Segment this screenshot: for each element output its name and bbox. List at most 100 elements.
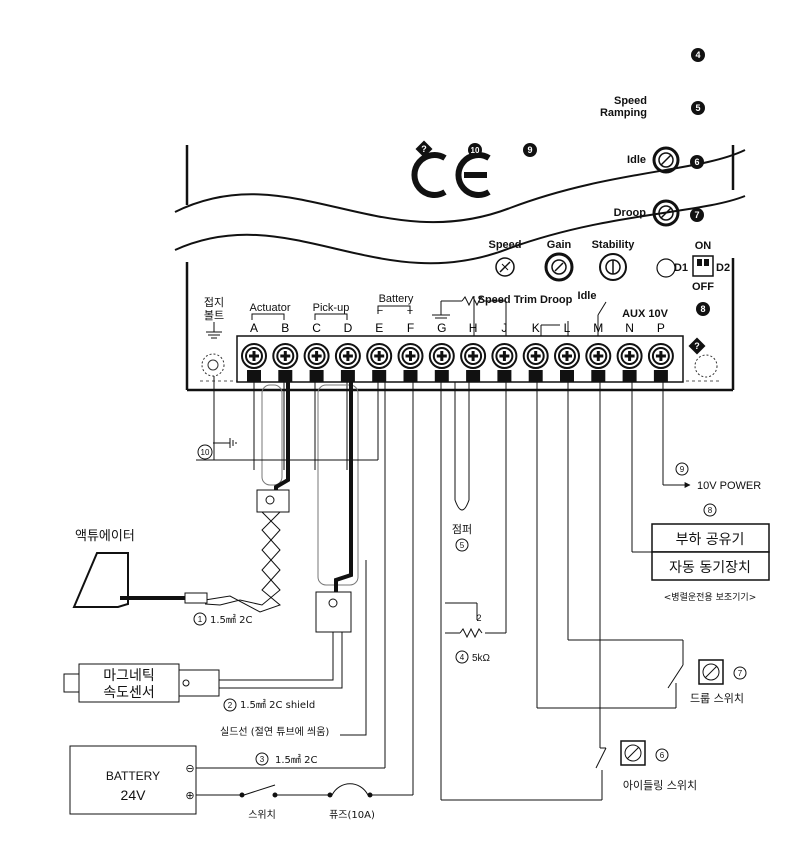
actuator-label: 액튜에이터 [75,529,135,544]
terminal-label-m: M [593,321,603,335]
callout-8: 8 [700,304,705,314]
terminal-screw-g[interactable] [428,343,455,382]
terminal-screw-k[interactable] [522,343,549,382]
droop-switch-label: 드룹 스위치 [690,692,744,705]
droop-label: Droop [614,207,647,219]
aux-10v-label: AUX 10V [622,308,669,320]
droop-pot-knob[interactable] [652,199,680,227]
stability-pot-knob[interactable] [599,253,627,281]
power-10v-label: 10V POWER [697,480,761,492]
stability-pot-label: Stability [592,239,636,251]
mounting-hole [694,354,718,378]
ground-bolt-label-1: 접지 [204,296,224,309]
terminal-screw-f[interactable] [397,343,424,382]
sensor-label-1: 마그네틱 [103,668,155,684]
speed-pot-label: Speed [488,239,521,251]
cable-3-label: 1.5㎟ 2C [275,754,317,766]
terminal-screw-j[interactable] [491,343,518,382]
callout-9: 9 [527,145,532,155]
battery-voltage: 24V [121,787,147,803]
fuse-label: 퓨즈(10A) [329,810,375,821]
idle-small-label: Idle [578,290,597,302]
cable-2-num: 2 [228,701,233,710]
callout-4: 4 [695,50,700,60]
terminal-screw-h[interactable] [460,343,487,382]
sync-label: 자동 동기장치 [669,560,751,576]
pot-label: 5kΩ [472,653,491,664]
ce-mark [411,152,491,198]
terminal-screw-p[interactable] [647,343,674,382]
terminal-screw-d[interactable] [334,343,361,382]
gain-pot-knob[interactable] [544,252,574,282]
main-switch[interactable] [196,784,330,798]
ground-callout-10: 10 [201,448,210,457]
idle-label: Idle [627,154,646,166]
cable-3-num: 3 [260,755,265,764]
terminal-screw-l[interactable] [554,343,580,382]
jumper-num: 5 [460,541,465,550]
group-actuator: Actuator [250,302,291,314]
terminal-screw-e[interactable] [366,343,393,382]
cable-2-label: 1.5㎟ 2C shield [240,699,315,711]
terminal-label-d: D [344,321,353,335]
callouts [415,48,710,355]
magnetic-speed-sensor [63,663,220,703]
terminal-label-j: J [501,321,507,335]
load-share-num: 8 [708,506,713,515]
actuator [72,552,208,608]
terminal-block [236,335,684,383]
speed-ramping-label-2: Ramping [600,107,647,119]
dip-off-label: OFF [692,281,714,293]
droop-switch[interactable] [698,659,724,685]
svg-text:⊕: ⊕ [185,790,194,802]
terminal-screw-a[interactable] [241,343,267,382]
cable-1-label: 1.5㎟ 2C [210,614,252,626]
terminal-label-n: N [625,321,634,335]
power-num: 9 [680,465,685,474]
terminal-label-h: H [469,321,478,335]
pickup-junction [315,591,352,633]
terminal-label-k: K [532,321,540,335]
idle-switch-num: 6 [660,751,665,760]
svg-text:⊖: ⊖ [185,763,194,775]
load-share-box [651,523,770,553]
terminal-screw-n[interactable] [616,343,643,382]
led-indicator [656,258,676,278]
dip-switch[interactable] [692,255,714,277]
ground-symbol [206,322,222,339]
terminal-label-a: A [250,321,258,335]
terminal-label-c: C [312,321,321,335]
speed-ramping-label-1: Speed [614,95,647,107]
speed-trim-bracket [432,295,607,336]
battery-label: BATTERY [106,769,160,783]
terminal-screw-c[interactable] [303,343,330,382]
sensor-label-2: 속도센서 [103,685,155,701]
group-battery: Battery [379,293,414,305]
terminal-screw-m[interactable] [585,343,612,382]
group-pickup: Pick-up [313,302,350,314]
callout-q1: ? [421,144,427,154]
callout-q2: ? [694,341,700,351]
terminal-label-e: E [375,321,383,335]
terminal-label-g: G [437,321,446,335]
terminal-label-p: P [657,321,665,335]
speed-pot-knob[interactable] [495,257,515,277]
idle-switch-label: 아이들링 스위치 [623,779,697,792]
cable-1-num: 1 [198,615,203,624]
battery-plus: + [407,305,413,317]
dip-on-label: ON [695,240,712,252]
load-share-label: 부하 공유기 [676,532,745,548]
controller-box [185,145,735,392]
terminal-label-f: F [407,321,414,335]
terminal-label-l: L [564,321,571,335]
battery-minus: − [377,305,383,317]
battery [69,745,197,815]
ground-bolt[interactable] [201,353,225,377]
idle-switch[interactable] [620,740,646,766]
idle-pot-knob[interactable] [652,146,680,174]
pot-wiper-label: 2 [476,613,481,623]
gain-pot-label: Gain [547,239,572,251]
terminal-screw-b[interactable] [272,343,299,382]
parallel-note: <병렬운전용 보조기기> [664,592,756,603]
fuse [327,783,378,798]
